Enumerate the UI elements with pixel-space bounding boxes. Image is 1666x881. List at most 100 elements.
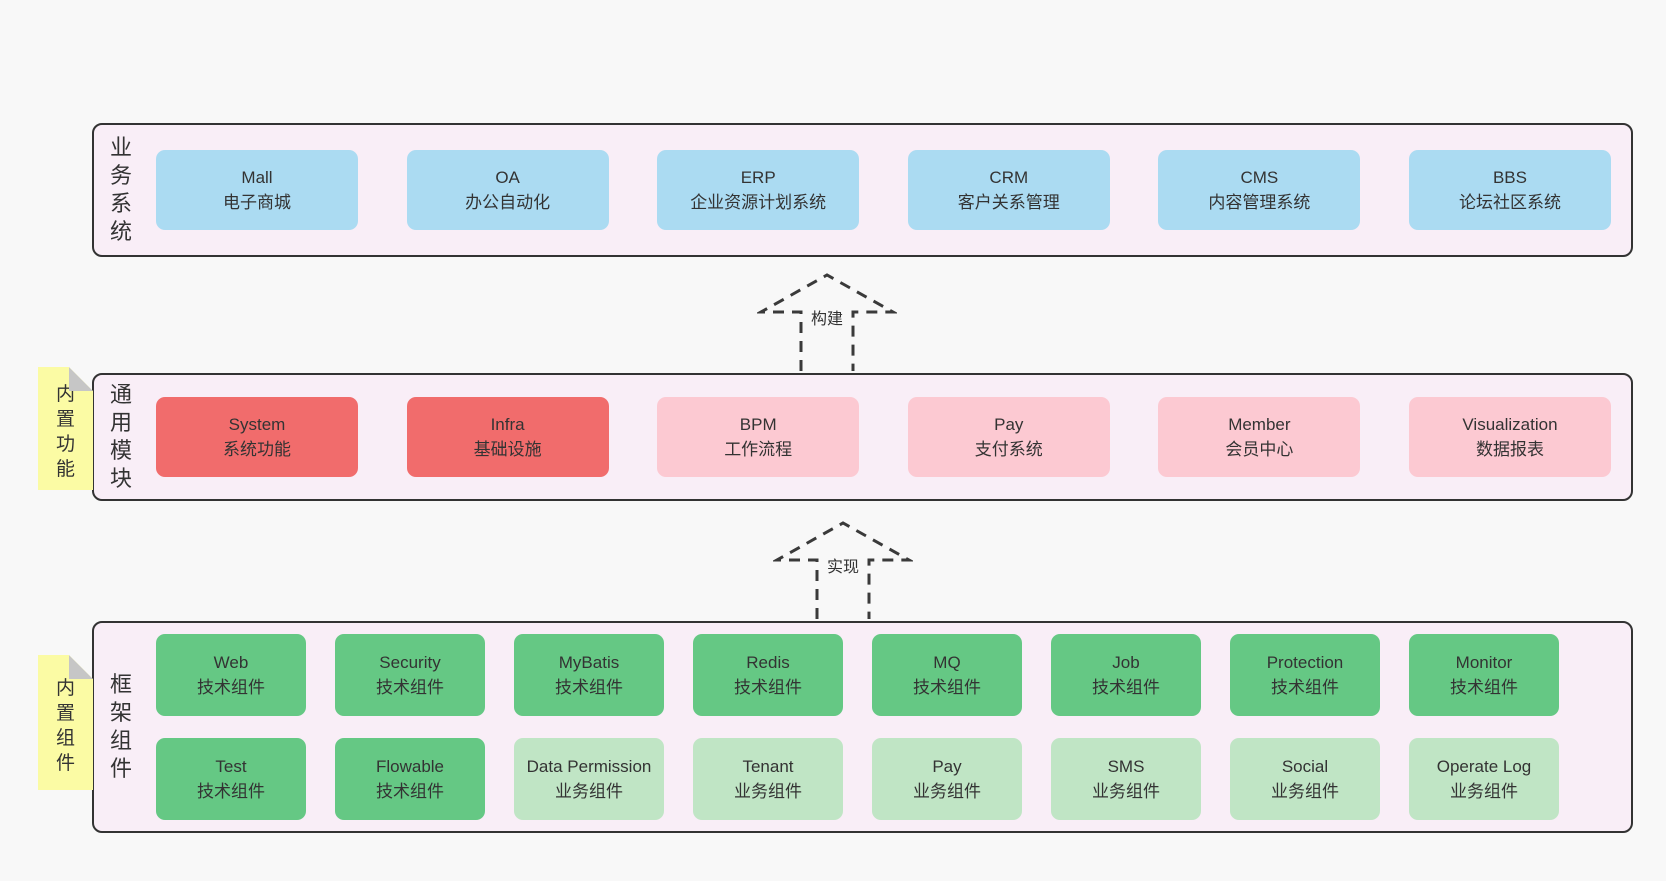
layer-rows: Mall 电子商城 OA 办公自动化 ERP 企业资源计划系统 CRM 客户关系…	[156, 150, 1611, 230]
box-name: Social	[1281, 757, 1329, 776]
box-desc: 会员中心	[1225, 440, 1294, 459]
box-name: Member	[1228, 415, 1291, 434]
box-desc: 支付系统	[974, 440, 1043, 459]
box-desc: 内容管理系统	[1208, 193, 1311, 212]
box-protection: Protection 技术组件	[1230, 634, 1380, 716]
dashed-up-arrow-icon	[757, 273, 897, 371]
box-data-permission: Data Permission 业务组件	[514, 738, 664, 820]
box-system: System 系统功能	[156, 397, 358, 477]
box-erp: ERP 企业资源计划系统	[657, 150, 860, 230]
sticky-note-builtin-features: 内置功能	[38, 367, 93, 490]
box-desc: 基础设施	[473, 440, 542, 459]
box-desc: 业务组件	[734, 782, 802, 801]
box-desc: 业务组件	[1271, 782, 1339, 801]
box-name: Test	[215, 757, 247, 776]
layer-label-business-systems: 业务系统	[109, 135, 132, 244]
box-desc: 业务组件	[555, 782, 623, 801]
box-desc: 技术组件	[197, 678, 265, 697]
box-oa: OA 办公自动化	[406, 150, 609, 230]
box-visualization: Visualization 数据报表	[1408, 397, 1611, 477]
box-desc: 客户关系管理	[957, 193, 1060, 212]
box-monitor: Monitor 技术组件	[1409, 634, 1559, 716]
box-desc: 电子商城	[223, 193, 291, 212]
layer-rows: System 系统功能 Infra 基础设施 BPM 工作流程 Pay 支付系统…	[156, 397, 1611, 477]
box-mall: Mall 电子商城	[156, 150, 358, 230]
box-desc: 业务组件	[1450, 782, 1518, 801]
box-name: BPM	[739, 415, 777, 434]
box-desc: 企业资源计划系统	[690, 193, 827, 212]
box-member: Member 会员中心	[1158, 397, 1361, 477]
common-modules-row: System 系统功能 Infra 基础设施 BPM 工作流程 Pay 支付系统…	[156, 397, 1611, 477]
box-desc: 技术组件	[1092, 678, 1160, 697]
box-name: MyBatis	[558, 653, 620, 672]
box-name: Pay	[932, 757, 962, 776]
box-name: SMS	[1107, 757, 1145, 776]
box-infra: Infra 基础设施	[406, 397, 609, 477]
box-name: Tenant	[742, 757, 794, 776]
arrow-implement: 实现	[773, 517, 913, 621]
box-mq: MQ 技术组件	[872, 634, 1022, 716]
box-desc: 技术组件	[555, 678, 623, 697]
box-sms: SMS 业务组件	[1051, 738, 1201, 820]
box-tenant: Tenant 业务组件	[693, 738, 843, 820]
layer-rows: Web 技术组件 Security 技术组件 MyBatis 技术组件 Redi…	[156, 634, 1559, 820]
box-desc: 技术组件	[197, 782, 265, 801]
box-desc: 工作流程	[724, 440, 793, 459]
box-name: BBS	[1492, 168, 1527, 187]
box-cms: CMS 内容管理系统	[1158, 150, 1361, 230]
box-desc: 论坛社区系统	[1458, 193, 1561, 212]
box-pay-module: Pay 支付系统	[907, 397, 1110, 477]
box-name: Redis	[746, 653, 790, 672]
box-operate-log: Operate Log 业务组件	[1409, 738, 1559, 820]
sticky-note-builtin-components: 内置组件	[38, 655, 93, 790]
box-desc: 技术组件	[913, 678, 981, 697]
dashed-up-arrow-icon	[773, 521, 913, 619]
box-pay-component: Pay 业务组件	[872, 738, 1022, 820]
box-bpm: BPM 工作流程	[657, 397, 860, 477]
box-desc: 业务组件	[913, 782, 981, 801]
box-name: Security	[379, 653, 441, 672]
box-desc: 技术组件	[376, 782, 444, 801]
box-desc: 系统功能	[223, 440, 291, 459]
box-desc: 数据报表	[1475, 440, 1544, 459]
layer-label-common-modules: 通用模块	[109, 382, 132, 491]
box-flowable: Flowable 技术组件	[335, 738, 485, 820]
box-social: Social 业务组件	[1230, 738, 1380, 820]
box-name: CMS	[1240, 168, 1279, 187]
sticky-note-label: 内置功能	[55, 383, 75, 480]
box-name: System	[228, 415, 286, 434]
box-redis: Redis 技术组件	[693, 634, 843, 716]
box-name: Mall	[241, 168, 273, 187]
box-name: Data Permission	[526, 757, 652, 776]
layer-business-systems: 业务系统 Mall 电子商城 OA 办公自动化 ERP 企业资源计划系统 CRM…	[92, 123, 1633, 257]
layer-framework-components: 框架组件 Web 技术组件 Security 技术组件 MyBatis 技术组件…	[92, 621, 1633, 833]
box-desc: 业务组件	[1092, 782, 1160, 801]
box-desc: 办公自动化	[465, 193, 551, 212]
box-name: CRM	[989, 168, 1029, 187]
framework-components-row-2: Test 技术组件 Flowable 技术组件 Data Permission …	[156, 738, 1559, 820]
box-name: Protection	[1266, 653, 1344, 672]
box-job: Job 技术组件	[1051, 634, 1201, 716]
box-name: Visualization	[1462, 415, 1558, 434]
box-name: OA	[495, 168, 520, 187]
box-name: Monitor	[1455, 653, 1513, 672]
box-bbs: BBS 论坛社区系统	[1408, 150, 1611, 230]
box-desc: 技术组件	[1450, 678, 1518, 697]
box-crm: CRM 客户关系管理	[907, 150, 1110, 230]
sticky-note-label: 内置组件	[55, 677, 75, 774]
box-name: Web	[213, 653, 249, 672]
arrow-build: 构建	[757, 269, 897, 373]
box-name: Pay	[994, 415, 1024, 434]
box-name: MQ	[933, 653, 961, 672]
box-mybatis: MyBatis 技术组件	[514, 634, 664, 716]
box-security: Security 技术组件	[335, 634, 485, 716]
arrow-build-label: 构建	[807, 309, 847, 331]
box-desc: 技术组件	[376, 678, 444, 697]
framework-components-row-1: Web 技术组件 Security 技术组件 MyBatis 技术组件 Redi…	[156, 634, 1559, 716]
box-name: Operate Log	[1436, 757, 1532, 776]
box-name: Flowable	[375, 757, 445, 776]
box-desc: 技术组件	[734, 678, 802, 697]
box-name: ERP	[740, 168, 776, 187]
business-systems-row: Mall 电子商城 OA 办公自动化 ERP 企业资源计划系统 CRM 客户关系…	[156, 150, 1611, 230]
